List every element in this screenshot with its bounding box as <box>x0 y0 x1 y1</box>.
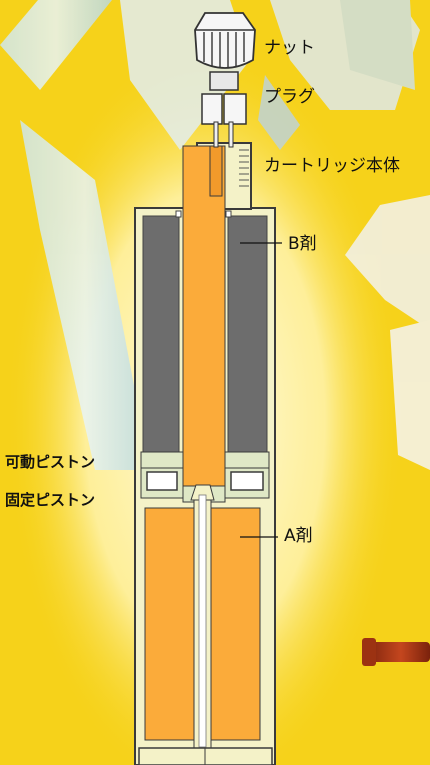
movable-piston <box>140 451 270 499</box>
label-cartridge-body: カートリッジ本体 <box>264 156 400 176</box>
agent-b-chamber-left <box>142 215 180 453</box>
label-movable-piston: 可動ピストン <box>5 453 96 471</box>
label-agent-b: B剤 <box>288 234 317 254</box>
label-agent-a: A剤 <box>284 526 313 546</box>
agent-a-inner-column <box>182 145 226 487</box>
agent-a-chamber-right <box>210 507 261 741</box>
nut <box>194 12 256 91</box>
plug <box>201 93 247 148</box>
label-plug: プラグ <box>264 87 315 107</box>
center-tube <box>190 484 215 751</box>
red-pipe-photo <box>362 638 430 666</box>
agent-a-chamber-left <box>144 507 195 741</box>
agent-b-chamber-right <box>227 215 268 453</box>
label-nut: ナット <box>264 38 315 58</box>
tool-photo-background <box>0 0 430 470</box>
label-fixed-piston: 固定ピストン <box>5 491 96 509</box>
